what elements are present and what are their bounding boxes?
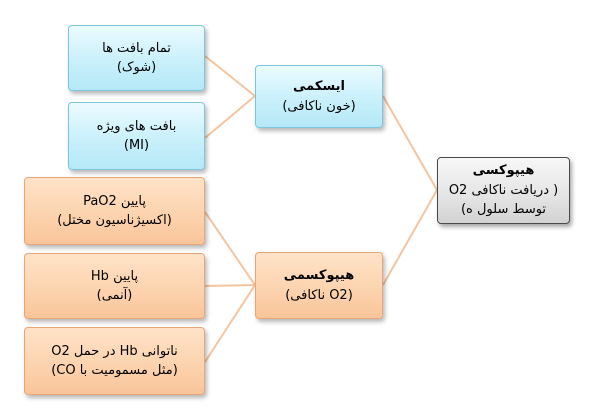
cause-low-pao2-note: (اکسیژناسیون مختل): [57, 213, 172, 228]
cause-specific-tissues-note: (MI): [123, 138, 150, 153]
connector-hb-hypoxemia: [204, 284, 256, 287]
cause-specific-tissues: بافت های ویژه (MI): [68, 102, 205, 170]
hypoxia-definition-line1: ( دریافت ناکافی O2: [448, 182, 559, 198]
cause-low-hb-text: پایین Hb: [90, 268, 139, 284]
cause-low-pao2: پایین PaO2 (اکسیژناسیون مختل): [24, 177, 205, 245]
hypoxia-node: هیپوکسی ( دریافت ناکافی O2 توسط سلول ه): [437, 157, 570, 224]
hypoxemia-subtitle: (O2 ناکافی): [285, 287, 353, 303]
connector-specific-tissues-ischemia: [204, 95, 256, 139]
cause-hb-transport-failure-text: ناتوانی Hb در حمل O2: [51, 343, 178, 359]
ischemia-node: ایسکمی (خون ناکافی): [255, 65, 383, 128]
connector-ischemia-hypoxia: [382, 95, 438, 191]
connector-pao2-hypoxemia: [204, 211, 256, 286]
connector-hb-transport-hypoxemia: [204, 284, 256, 363]
hypoxia-definition-line2: توسط سلول ه): [460, 202, 547, 218]
hypoxemia-node: هیپوکسمی (O2 ناکافی): [255, 252, 383, 319]
connector-all-tissues-ischemia: [204, 55, 256, 97]
cause-all-tissues-text: تمام بافت ها: [102, 40, 171, 56]
ischemia-subtitle: (خون ناکافی): [282, 98, 356, 114]
cause-low-hb: پایین Hb (آنمی): [24, 253, 205, 319]
cause-all-tissues-note: (شوک): [116, 60, 157, 75]
hypoxia-title: هیپوکسی: [472, 163, 535, 179]
connector-hypoxemia-hypoxia: [382, 189, 438, 286]
cause-hb-transport-failure: ناتوانی Hb در حمل O2 (مثل مسمومیت با CO): [24, 327, 205, 395]
cause-low-hb-note: (آنمی): [96, 288, 133, 303]
cause-specific-tissues-text: بافت های ویژه: [96, 118, 177, 134]
hypoxemia-title: هیپوکسمی: [283, 268, 355, 283]
cause-hb-transport-failure-note: (مثل مسمومیت با CO): [51, 363, 178, 378]
cause-all-tissues: تمام بافت ها (شوک): [68, 25, 205, 91]
ischemia-title: ایسکمی: [293, 79, 345, 94]
cause-low-pao2-text: پایین PaO2: [83, 193, 146, 209]
